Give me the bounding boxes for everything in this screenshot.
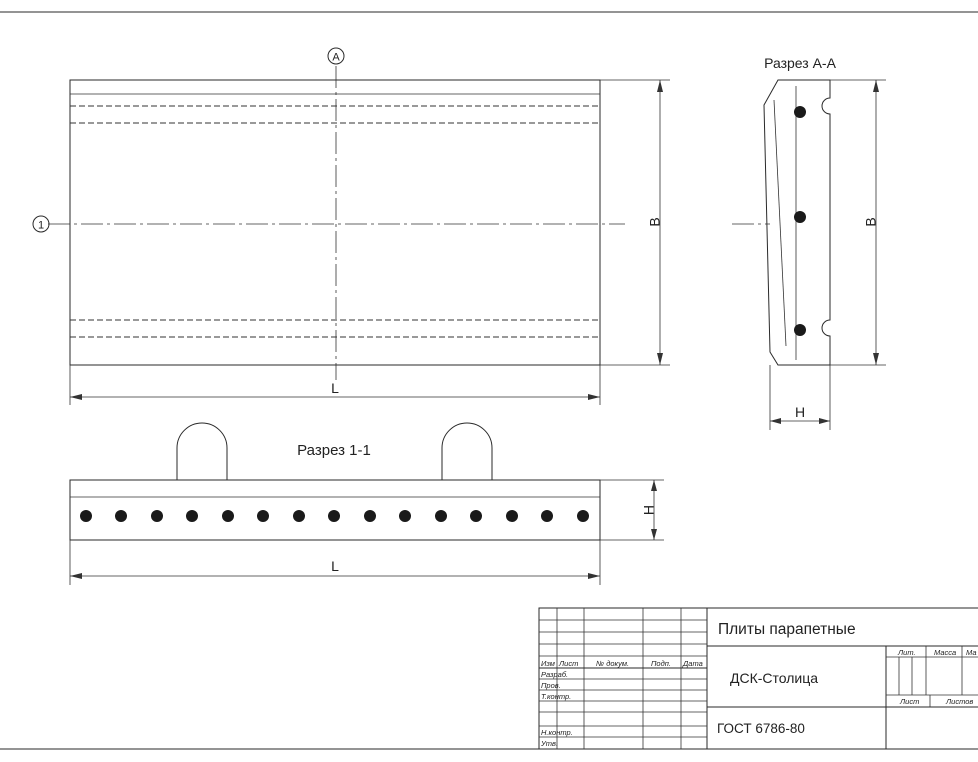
section-11: Разрез 1-1 H (69, 422, 664, 585)
rebar (794, 106, 806, 118)
main-view: A 1 B L (32, 47, 670, 405)
column-header-sign: Подп. (651, 659, 671, 668)
lifting-loop-left (176, 422, 228, 480)
section-11-body (69, 479, 601, 541)
sheets-label: Листов (945, 697, 973, 706)
row-label-tech-control: Т.контр. (541, 692, 571, 701)
axis-1-label: 1 (38, 220, 44, 232)
organization-name: ДСК-Столица (730, 670, 818, 686)
axis-a-label: A (332, 52, 340, 64)
panel-outline (69, 79, 601, 366)
column-header-list: Лист (558, 659, 578, 668)
column-header-doc: № докум. (596, 659, 629, 668)
section-11-h-label: H (641, 505, 657, 515)
rebar (794, 324, 806, 336)
column-header-date: Дата (682, 659, 703, 668)
column-header-izm: Изм (541, 659, 555, 668)
axis-a-marker (327, 47, 345, 65)
dimension-b-label: B (647, 217, 663, 226)
standard-reference: ГОСТ 6786-80 (717, 721, 805, 736)
section-aa-h-label: H (795, 404, 805, 420)
lifting-loop-right (441, 422, 493, 480)
row-label-norm-control: Н.контр. (541, 728, 573, 737)
rebar (794, 211, 806, 223)
title-block: Плиты парапетные ДСК-Столица ГОСТ 6786-8… (538, 607, 978, 750)
lit-label: Лит. (897, 648, 916, 657)
axis-1-marker (32, 215, 50, 233)
product-name: Плиты парапетные (718, 621, 856, 638)
section-11-l-label: L (331, 558, 339, 574)
row-label-checked: Пров. (541, 681, 561, 690)
mass-label: Масса (934, 648, 956, 657)
dimension-l-label: L (331, 380, 339, 396)
rebar-row (80, 510, 589, 522)
section-aa-title: Разрез А-А (764, 55, 836, 71)
section-11-title: Разрез 1-1 (297, 442, 371, 459)
section-aa-profile (763, 79, 831, 366)
row-label-approved: Утв. (540, 739, 558, 748)
section-aa: Разрез А-А B H (732, 55, 886, 430)
row-label-developed: Разраб. (541, 670, 568, 679)
section-aa-b-label: B (863, 217, 879, 226)
sheet-label: Лист (899, 697, 919, 706)
scale-label: Ма (966, 648, 977, 657)
